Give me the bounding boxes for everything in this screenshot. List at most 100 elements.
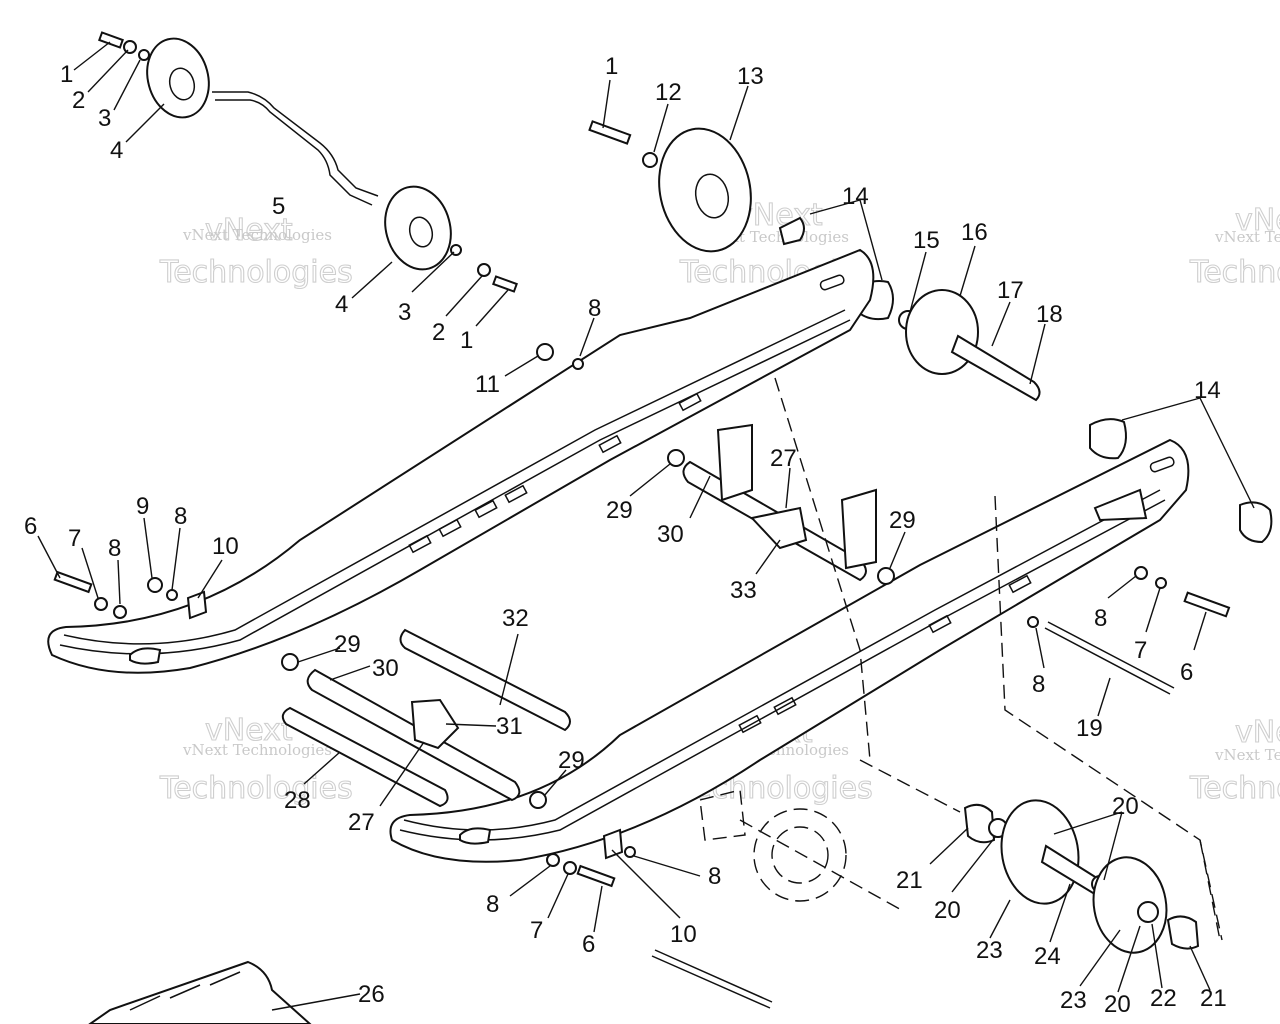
phantom-axle [739, 819, 906, 913]
left-rail [47, 248, 875, 674]
reference-dash-line [994, 495, 1223, 941]
rail-slot [474, 499, 498, 519]
callout-label: 16 [961, 219, 988, 246]
bolt-1-lower [492, 275, 518, 293]
callout-label: 24 [1034, 943, 1061, 970]
callout-label: 7 [530, 917, 543, 944]
callout-label: 10 [670, 921, 697, 948]
callout-label: 8 [486, 891, 499, 918]
rear-bracket [1093, 488, 1148, 522]
watermark-small: vNext Technologies [1214, 228, 1280, 246]
upper-idler-assembly [98, 31, 518, 293]
bolt-lower [654, 949, 773, 1003]
callout-label: 29 [558, 747, 585, 774]
rail-slot [438, 518, 462, 538]
rear-wheel-assembly [699, 377, 1223, 954]
left-slide-rail [47, 248, 875, 674]
callout-label: 8 [1094, 605, 1107, 632]
callout-label: 6 [24, 513, 37, 540]
callout-label: 23 [1060, 987, 1087, 1014]
callout-label: 7 [1134, 637, 1147, 664]
washer-29 [529, 791, 547, 809]
idler-wheel-4-lower-hub [408, 216, 434, 248]
rail-hardware [53, 343, 1231, 1009]
callout-label: 6 [1180, 659, 1193, 686]
callout-label: 28 [284, 787, 311, 814]
bolt-lower [651, 955, 771, 1009]
callout-label: 30 [657, 521, 684, 548]
callout-label: 20 [1104, 991, 1131, 1018]
washer-8 [546, 853, 560, 867]
idler-axle-5-edge [212, 91, 379, 197]
watermark-big: Technologies [1189, 771, 1280, 806]
callout-label: 1 [605, 53, 618, 80]
rail-slot [773, 696, 797, 716]
idler-wheel-13-hub [694, 173, 730, 219]
callout-label: 11 [475, 371, 500, 398]
washer-8 [1134, 566, 1148, 580]
shock-bracket [716, 423, 753, 502]
callout-label: 26 [358, 981, 385, 1008]
washer-8 [572, 358, 584, 370]
axle-17 [950, 334, 1041, 402]
callout-label: 9 [136, 493, 149, 520]
rail-slot [928, 614, 952, 634]
watermark-small: vNext Technologies [1214, 746, 1280, 764]
rail-slot [1149, 456, 1175, 473]
callout-label: 8 [588, 295, 601, 322]
callout-label: 2 [432, 319, 445, 346]
callout-label: 20 [1112, 793, 1139, 820]
rail-slot [504, 484, 528, 504]
cross-shaft-32 [399, 628, 571, 732]
watermark-big: Technologies [1189, 255, 1280, 290]
rail-tip [459, 827, 492, 845]
right-rail [389, 418, 1273, 863]
callout-labels: 1 2 3 4 5 4 3 2 1 1 12 13 14 15 16 17 18… [24, 53, 1227, 1018]
callout-label: 7 [68, 525, 81, 552]
leader-lines [37, 41, 1255, 1011]
washer-7 [1155, 577, 1167, 589]
watermark-big: vNext [205, 713, 293, 748]
cross-shafts [281, 423, 895, 809]
spacer-21 [1166, 915, 1200, 950]
callout-label: 21 [1200, 985, 1227, 1012]
bolt-6 [1183, 591, 1231, 618]
washer-29 [877, 567, 895, 585]
callout-label: 14 [842, 183, 869, 210]
rail-slot [819, 274, 845, 291]
callout-label: 18 [1036, 301, 1063, 328]
callout-label: 30 [372, 655, 399, 682]
callout-label: 32 [502, 605, 529, 632]
callout-label: 8 [1032, 671, 1045, 698]
callout-label: 12 [655, 79, 682, 106]
idler-wheel-4-lower [384, 185, 452, 271]
idler-axle-5 [215, 99, 373, 206]
bumper-14-right [1089, 418, 1127, 460]
shaft-28 [281, 706, 449, 808]
right-rail-inner-line [399, 499, 1166, 841]
track-segment [88, 960, 312, 1024]
callout-label: 2 [72, 87, 85, 114]
track-26 [88, 960, 312, 1024]
callout-label: 29 [889, 507, 916, 534]
watermark-big: Technologies [159, 255, 353, 290]
callout-label: 3 [98, 105, 111, 132]
bumper-14-top [778, 216, 805, 246]
watermark-small: vNext Technologies [182, 226, 332, 244]
bolt-19 [1044, 627, 1171, 695]
shock-bracket [840, 488, 877, 570]
callout-label: 15 [913, 227, 940, 254]
nut-11 [536, 343, 554, 361]
cross-shaft-30-lower [306, 668, 521, 802]
watermark-big: vNext [1235, 715, 1280, 750]
callout-label: 1 [60, 61, 73, 88]
callout-label: 14 [1194, 377, 1221, 404]
phantom-wheel [753, 808, 847, 902]
callout-label: 29 [606, 497, 633, 524]
callout-label: 4 [110, 137, 123, 164]
bolt-6 [576, 864, 616, 888]
watermark-big: vNext [205, 213, 293, 248]
callout-label: 22 [1150, 985, 1177, 1012]
callout-label: 31 [496, 713, 523, 740]
